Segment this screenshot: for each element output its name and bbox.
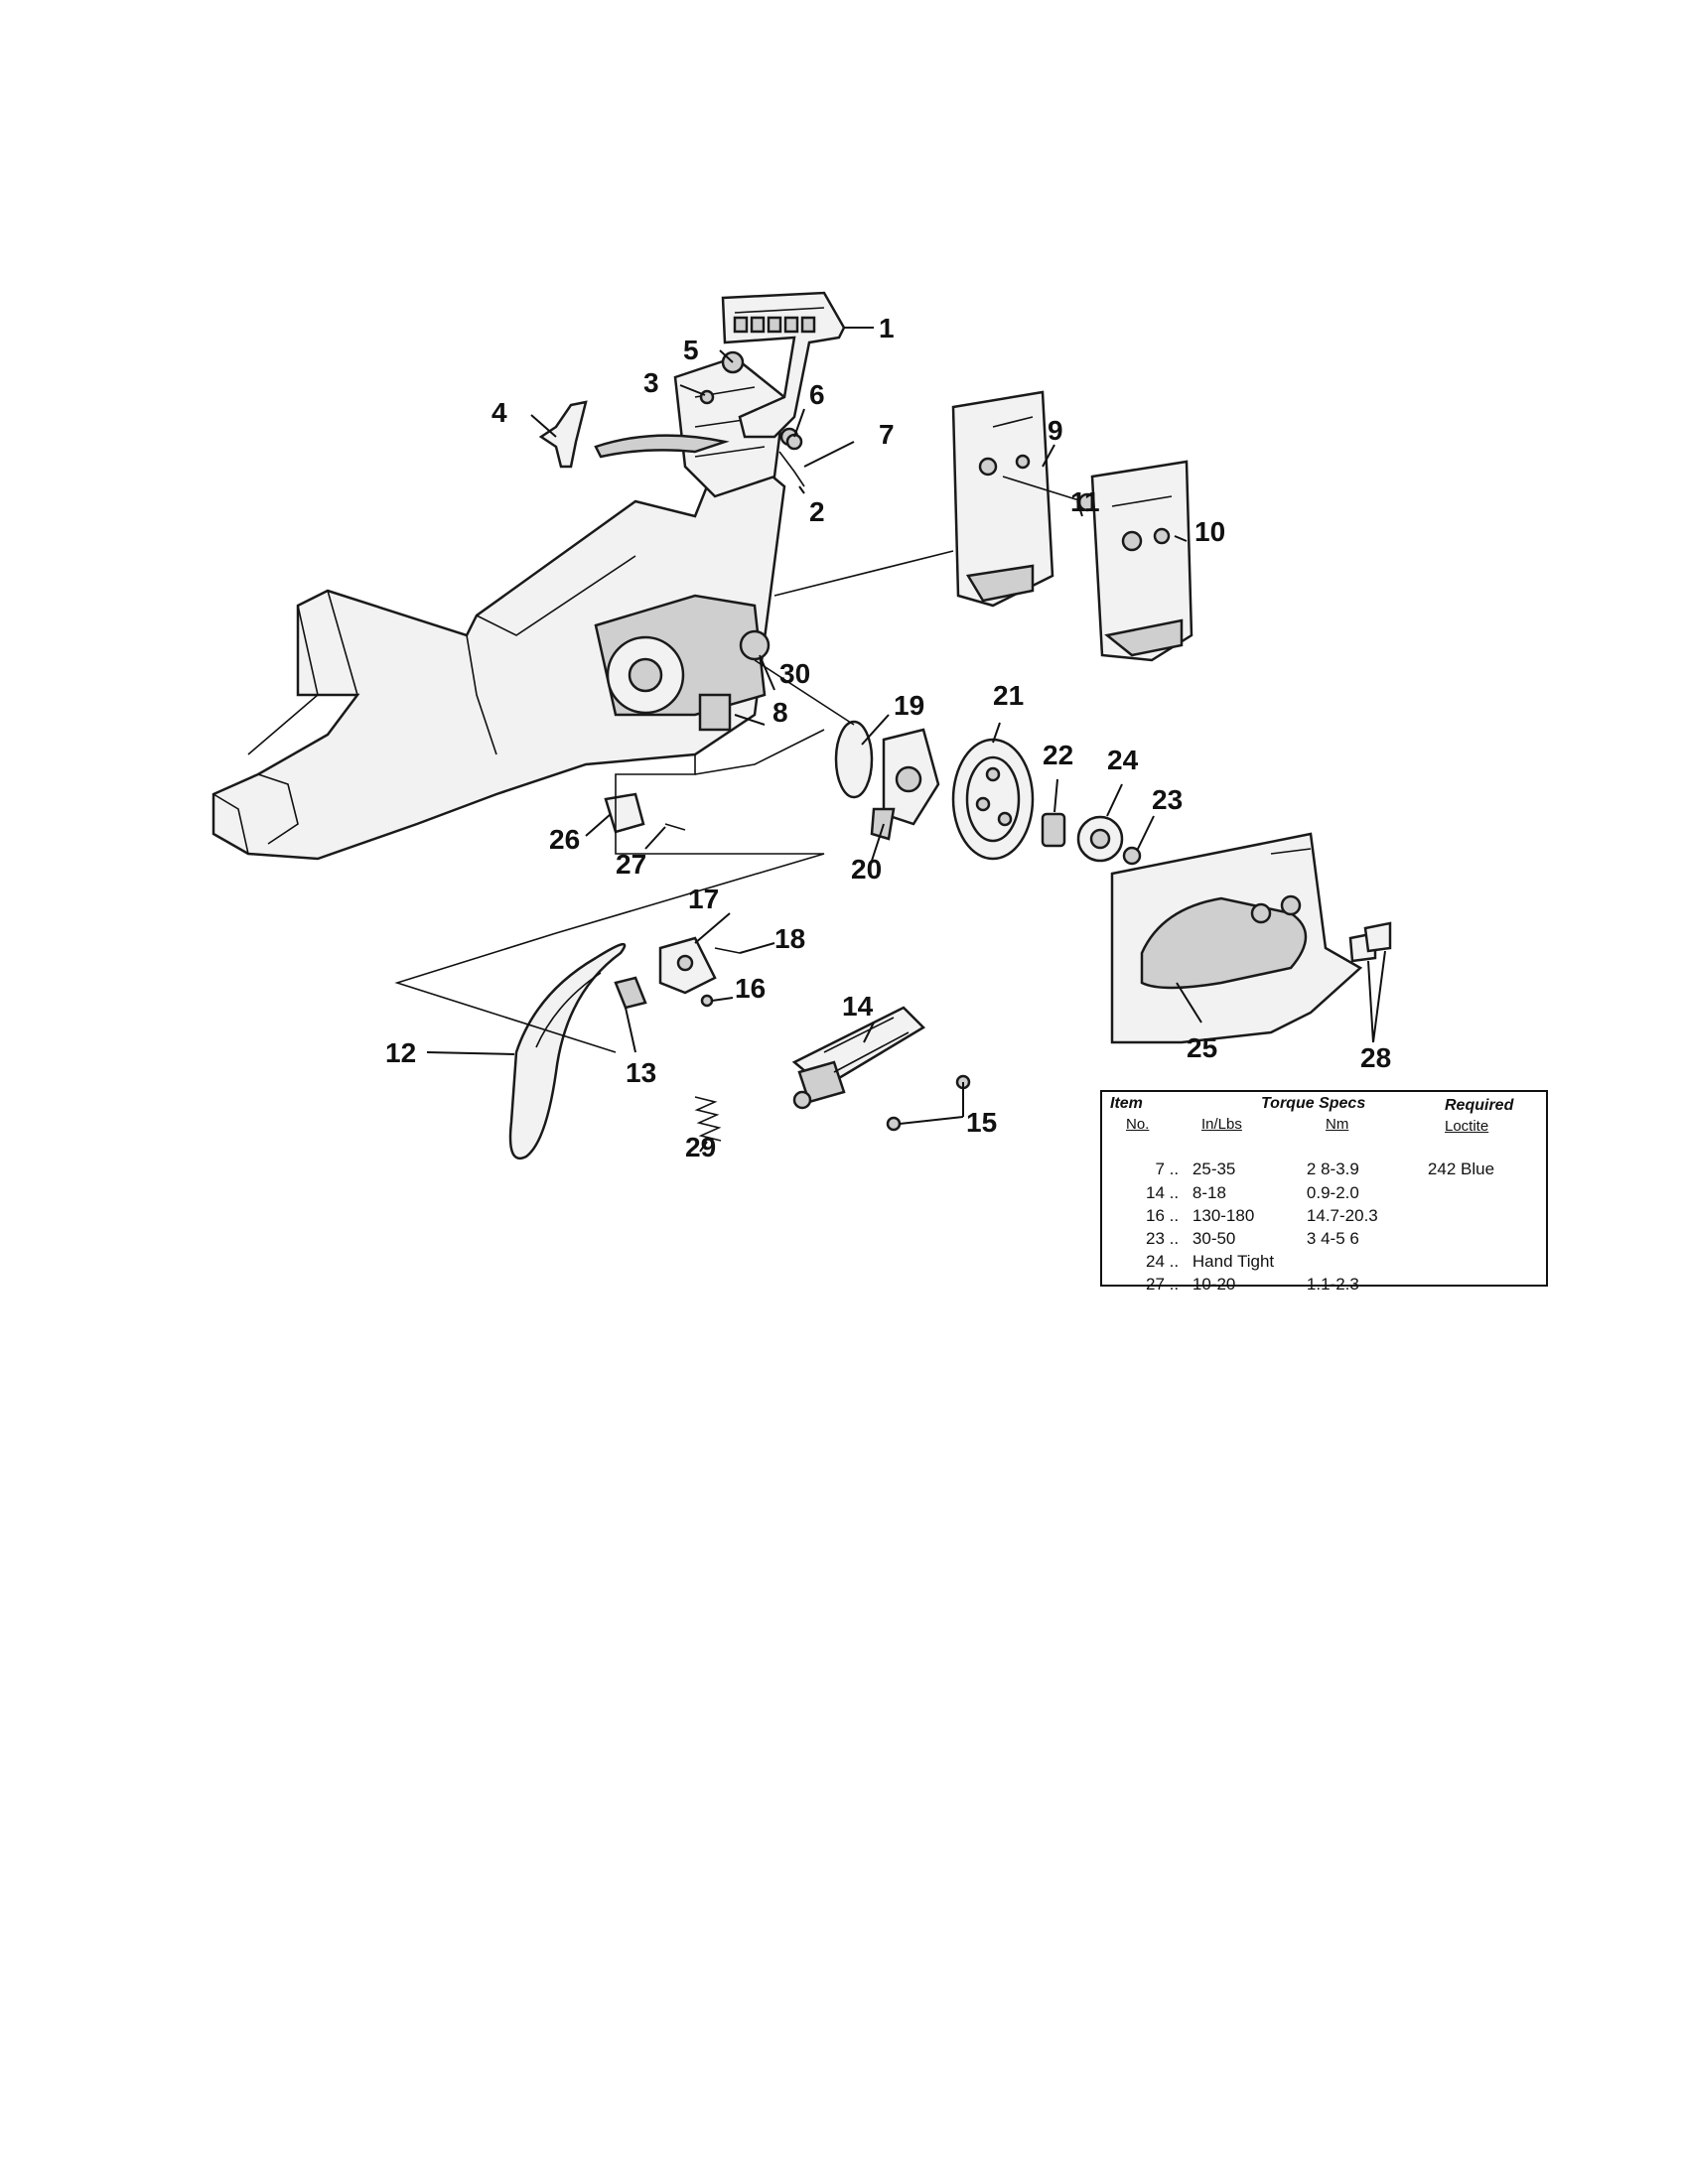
nut-23 xyxy=(1122,846,1142,866)
callout-21: 21 xyxy=(993,680,1024,711)
callout-26: 26 xyxy=(549,824,580,855)
assembly-lines xyxy=(394,550,954,1053)
chain-brake-handle xyxy=(721,291,846,447)
oil-pump-17 xyxy=(658,936,717,995)
subheader-loctite: Loctite xyxy=(1445,1118,1489,1135)
bracket-26 xyxy=(604,792,645,834)
callout-13: 13 xyxy=(626,1057,656,1088)
callout-2: 2 xyxy=(809,496,825,527)
guide-plate-9 xyxy=(951,390,1054,608)
table-row: 24 ..Hand Tight xyxy=(1145,1252,1275,1271)
sprocket-24 xyxy=(1076,815,1124,863)
chain-adjuster-14 xyxy=(791,1006,926,1110)
washer-19 xyxy=(834,720,874,799)
screw-18 xyxy=(714,947,741,954)
callout-22: 22 xyxy=(1043,740,1073,770)
pickup-13 xyxy=(614,976,647,1010)
callout-5: 5 xyxy=(683,335,699,365)
header-required: Required xyxy=(1445,1097,1514,1114)
guide-plate-10 xyxy=(1090,460,1193,662)
callout-8: 8 xyxy=(772,697,788,728)
callout-19: 19 xyxy=(894,690,924,721)
callout-28: 28 xyxy=(1360,1042,1391,1073)
saw-housing xyxy=(211,355,786,861)
header-torque-specs: Torque Specs xyxy=(1261,1095,1366,1112)
torque-specs-table: Item Torque Specs Required No. In/Lbs Nm… xyxy=(1100,1090,1548,1294)
screw-3 xyxy=(699,389,715,405)
callout-23: 23 xyxy=(1152,784,1183,815)
callout-15: 15 xyxy=(966,1107,997,1138)
callout-29: 29 xyxy=(685,1132,716,1162)
callout-27: 27 xyxy=(616,849,646,880)
callout-14: 14 xyxy=(842,991,874,1022)
callout-25: 25 xyxy=(1187,1032,1217,1063)
clutch-drum-21 xyxy=(951,738,1035,861)
callout-4: 4 xyxy=(491,397,507,428)
clutch-20 xyxy=(870,728,940,841)
callout-20: 20 xyxy=(851,854,882,885)
oil-hose-12 xyxy=(508,943,627,1160)
callout-18: 18 xyxy=(774,923,805,954)
leader-lines xyxy=(426,327,1386,1153)
callout-labels: 1 2 3 4 5 6 7 8 9 10 11 12 13 14 15 16 1… xyxy=(385,313,1391,1162)
subheader-nm: Nm xyxy=(1326,1116,1349,1133)
callout-11: 11 xyxy=(1070,486,1100,517)
callout-16: 16 xyxy=(735,973,766,1004)
side-cover-25 xyxy=(1110,832,1363,1044)
brake-link-part xyxy=(594,434,730,459)
callout-12: 12 xyxy=(385,1037,416,1068)
screw-27 xyxy=(664,823,686,831)
brake-lever-part xyxy=(538,400,588,469)
spring-29 xyxy=(694,1096,722,1142)
nuts-28 xyxy=(1348,921,1392,963)
handle-ribs xyxy=(733,316,816,334)
callout-3: 3 xyxy=(643,367,659,398)
nut-6 xyxy=(785,433,803,451)
screw-15b xyxy=(886,1116,902,1132)
callout-1: 1 xyxy=(879,313,895,343)
screw-16 xyxy=(700,994,714,1008)
subheader-no: No. xyxy=(1126,1116,1150,1133)
callout-9: 9 xyxy=(1048,415,1063,446)
header-item: Item xyxy=(1110,1095,1143,1112)
exploded-parts-diagram: 1 2 3 4 5 6 7 8 9 10 11 12 13 14 15 16 1… xyxy=(211,291,1392,1162)
subheader-inlbs: In/Lbs xyxy=(1201,1116,1242,1133)
callout-10: 10 xyxy=(1194,516,1225,547)
callout-30: 30 xyxy=(779,658,810,689)
callout-7: 7 xyxy=(879,419,895,450)
bearing-22 xyxy=(1041,812,1066,848)
callout-24: 24 xyxy=(1107,745,1139,775)
spring-2 xyxy=(778,451,805,487)
callout-17: 17 xyxy=(688,884,719,914)
callout-6: 6 xyxy=(809,379,825,410)
